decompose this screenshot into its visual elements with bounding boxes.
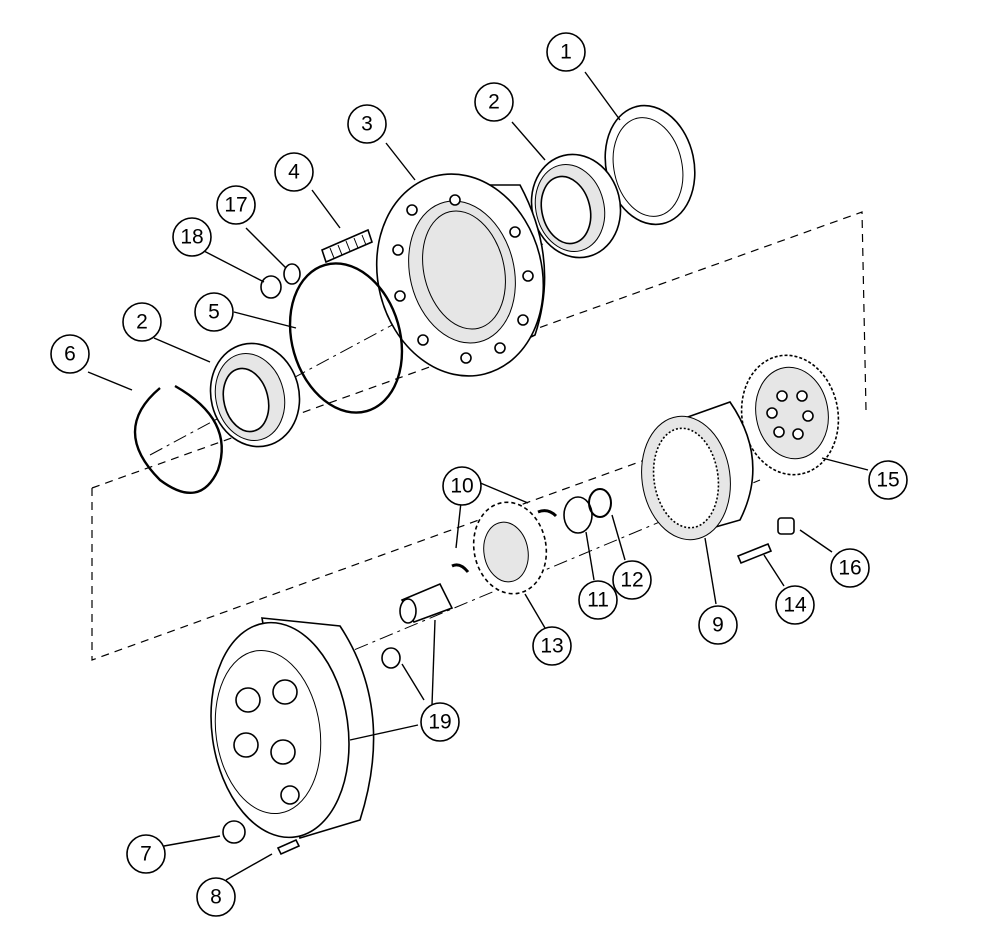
- callout-label: 12: [620, 569, 643, 592]
- callout-label: 18: [180, 226, 203, 249]
- part-10-needle-rollers-upper: [537, 509, 558, 518]
- callout-9: 9: [698, 605, 738, 645]
- callout-5: 5: [194, 292, 234, 332]
- callout-label: 2: [136, 311, 148, 334]
- callout-8: 8: [196, 877, 236, 917]
- part-12-snap-ring: [588, 488, 612, 518]
- callout-label: 3: [361, 113, 373, 136]
- callout-label: 5: [208, 301, 220, 324]
- callout-3: 3: [347, 104, 387, 144]
- callout-label: 2: [488, 91, 500, 114]
- callout-label: 11: [587, 589, 609, 612]
- callout-17: 17: [216, 185, 256, 225]
- part-19-planet-pin: [399, 582, 454, 624]
- callout-19: 19: [420, 702, 460, 742]
- callout-6: 6: [50, 334, 90, 374]
- callout-label: 7: [140, 843, 152, 866]
- part-6-snap-ring: [133, 384, 223, 494]
- callout-1: 1: [546, 32, 586, 72]
- part-14-bolt: [736, 542, 773, 565]
- part-2-bearing-lower: [209, 342, 301, 448]
- callout-label: 17: [224, 194, 247, 217]
- part-2-bearing-upper: [530, 153, 622, 259]
- part-13-planet-gear: [472, 501, 548, 595]
- callout-label: 8: [210, 886, 222, 909]
- callout-13: 13: [532, 626, 572, 666]
- callout-label: 14: [783, 594, 807, 617]
- callout-7: 7: [126, 834, 166, 874]
- part-3-hub-housing: [375, 173, 546, 377]
- callout-12: 12: [612, 560, 652, 600]
- part-7-drain-plug: [222, 820, 246, 844]
- part-9-ring-gear: [641, 401, 754, 541]
- callout-15: 15: [868, 460, 908, 500]
- part-11-thrust-washer: [563, 496, 593, 534]
- callout-2-upper: 2: [474, 82, 514, 122]
- callout-label: 16: [838, 557, 861, 580]
- callout-2-lower: 2: [122, 302, 162, 342]
- part-4-stud: [321, 228, 373, 264]
- callout-label: 15: [876, 469, 899, 492]
- part-15-gear-carrier: [740, 354, 840, 476]
- part-16-bushing: [777, 517, 795, 535]
- leader-lines: [87, 71, 869, 881]
- part-10-needle-rollers-lower: [451, 563, 470, 573]
- part-8-screw: [276, 838, 301, 856]
- part-18-nut: [260, 275, 282, 299]
- callout-label: 10: [450, 475, 473, 498]
- callout-4: 4: [274, 152, 314, 192]
- part-5-o-ring: [288, 262, 404, 414]
- callout-18: 18: [172, 217, 212, 257]
- callout-16: 16: [830, 548, 870, 588]
- part-19-plug: [381, 647, 401, 669]
- callout-label: 9: [712, 614, 724, 637]
- callout-10: 10: [442, 466, 482, 506]
- callout-14: 14: [775, 585, 815, 625]
- planet-carrier-hub: [210, 617, 375, 840]
- callout-label: 19: [428, 711, 451, 734]
- part-17-washer: [283, 263, 301, 285]
- callout-label: 1: [560, 41, 572, 64]
- callout-label: 6: [64, 343, 76, 366]
- callout-11: 11: [578, 580, 618, 620]
- callout-label: 4: [288, 161, 300, 184]
- callout-label: 13: [540, 635, 563, 658]
